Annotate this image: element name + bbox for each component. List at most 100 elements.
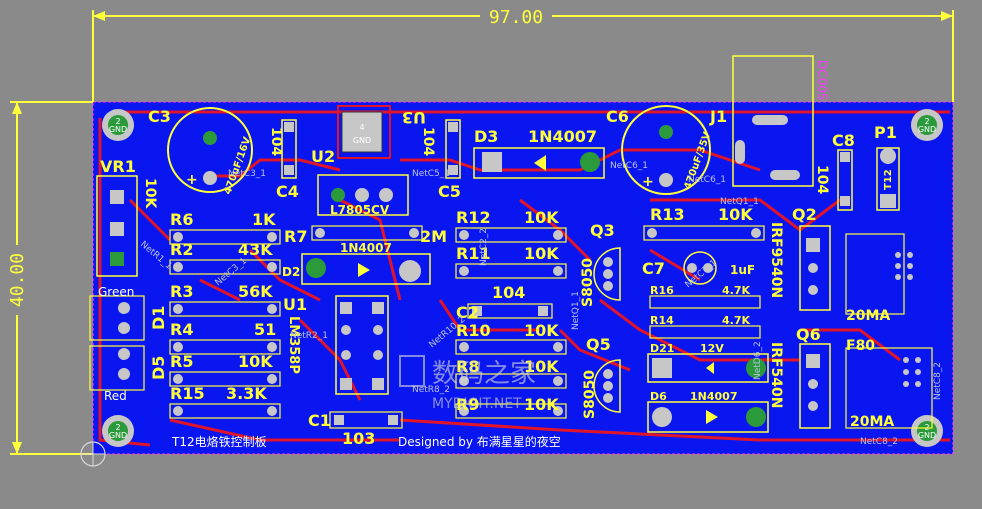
svg-text:NetC8_2: NetC8_2 xyxy=(860,437,898,447)
svg-text:43K: 43K xyxy=(238,240,273,259)
capacitor-c7[interactable]: C7 1uF xyxy=(642,251,755,285)
svg-text:R3: R3 xyxy=(170,282,193,301)
svg-text:J1: J1 xyxy=(709,107,727,126)
zener-d21[interactable]: D21 12V xyxy=(647,342,769,383)
svg-text:1N4007: 1N4007 xyxy=(528,127,597,146)
svg-text:C5: C5 xyxy=(438,182,461,201)
svg-text:1K: 1K xyxy=(252,210,276,229)
resistor-r9[interactable]: R9 10K xyxy=(455,395,567,419)
dc-jack-j1[interactable]: J1 DC005 xyxy=(709,55,829,187)
opamp-u1[interactable]: U1 LM358P xyxy=(283,295,389,395)
regulator-u2[interactable]: 4 GND U2 U3 L7805CV xyxy=(311,105,426,217)
svg-text:Red: Red xyxy=(104,389,127,403)
svg-text:D5: D5 xyxy=(149,356,168,380)
capacitor-c1[interactable]: C1 103 xyxy=(308,411,403,448)
mosfet-q6[interactable]: Q6 IRF540N xyxy=(768,325,831,429)
svg-text:GND: GND xyxy=(918,431,936,440)
svg-text:4.7K: 4.7K xyxy=(722,284,750,297)
svg-text:D2: D2 xyxy=(282,265,300,279)
height-dimension-label: 40.00 xyxy=(7,253,28,307)
svg-text:U1: U1 xyxy=(283,295,307,314)
svg-text:2: 2 xyxy=(115,117,120,126)
capacitor-c8[interactable]: C8 104 xyxy=(814,131,855,211)
svg-text:10K: 10K xyxy=(718,205,753,224)
svg-text:10K: 10K xyxy=(524,357,559,376)
svg-text:MYDIGIT.NET: MYDIGIT.NET xyxy=(432,396,522,412)
svg-text:51: 51 xyxy=(254,320,276,339)
svg-text:U2: U2 xyxy=(311,147,335,166)
resistor-r2[interactable]: R2 43K xyxy=(169,240,281,275)
diode-d6[interactable]: D6 1N4007 xyxy=(647,390,769,433)
svg-text:R8: R8 xyxy=(456,357,479,376)
svg-text:104: 104 xyxy=(492,283,525,302)
svg-text:C8: C8 xyxy=(832,131,855,150)
svg-text:P1: P1 xyxy=(874,123,897,142)
transistor-q3[interactable]: Q3 S8050 xyxy=(580,221,621,307)
resistor-r5[interactable]: R5 10K xyxy=(169,352,281,387)
dimension-width: 97.00 xyxy=(92,6,954,102)
svg-text:103: 103 xyxy=(342,429,375,448)
package-top-20ma[interactable]: 20MA xyxy=(845,233,913,324)
board-name: T12电烙铁控制板 xyxy=(171,434,267,449)
capacitor-c2[interactable]: C2 104 xyxy=(456,283,553,322)
svg-text:20MA: 20MA xyxy=(846,308,890,324)
svg-text:1N4007: 1N4007 xyxy=(690,390,737,403)
resistor-r6[interactable]: R6 1K xyxy=(169,210,281,245)
resistor-r13[interactable]: R13 10K xyxy=(643,205,765,241)
svg-text:NetC2_2: NetC2_2 xyxy=(479,228,489,266)
mounting-hole-bl: 2 GND xyxy=(102,415,134,447)
svg-text:104: 104 xyxy=(268,127,284,156)
resistor-r4[interactable]: R4 51 xyxy=(169,320,281,355)
svg-text:104: 104 xyxy=(420,127,436,156)
resistor-r15[interactable]: R15 3.3K xyxy=(169,384,281,419)
svg-text:GND: GND xyxy=(918,125,936,134)
svg-text:IRF9540N: IRF9540N xyxy=(768,222,784,298)
width-dimension-label: 97.00 xyxy=(489,7,543,28)
svg-text:10K: 10K xyxy=(524,395,559,414)
svg-text:C2: C2 xyxy=(456,303,479,322)
svg-text:2: 2 xyxy=(115,423,120,432)
resistor-r12[interactable]: R12 10K xyxy=(455,208,567,243)
watermark: 数码之家 MYDIGIT.NET xyxy=(399,355,536,412)
capacitor-c5[interactable]: C5 104 xyxy=(420,119,461,201)
resistor-r16[interactable]: R16 4.7K xyxy=(649,284,761,309)
svg-text:R9: R9 xyxy=(456,395,479,414)
resistor-r10[interactable]: R10 10K xyxy=(455,321,567,355)
resistor-r7[interactable]: R7 2M xyxy=(284,225,447,246)
svg-text:1N4007: 1N4007 xyxy=(340,241,392,255)
svg-text:C6: C6 xyxy=(606,107,629,126)
svg-text:R5: R5 xyxy=(170,352,193,371)
led-d5-red[interactable]: Red D5 xyxy=(89,345,168,403)
mosfet-q2[interactable]: Q2 IRF9540N xyxy=(768,205,831,311)
svg-text:56K: 56K xyxy=(238,282,273,301)
led-d1-green[interactable]: Green D1 xyxy=(89,285,168,341)
resistor-r11[interactable]: R11 10K xyxy=(455,244,567,279)
svg-text:NetQ1_1: NetQ1_1 xyxy=(720,197,759,207)
resistor-r14[interactable]: R14 4.7K xyxy=(649,314,761,339)
connector-p1[interactable]: P1 T12 xyxy=(874,123,900,211)
svg-text:GND: GND xyxy=(109,431,127,440)
svg-text:GND: GND xyxy=(109,125,127,134)
svg-text:R7: R7 xyxy=(284,227,307,246)
potentiometer-vr1[interactable]: VR1 10K xyxy=(96,157,158,277)
origin-marker xyxy=(80,441,106,467)
svg-text:C3: C3 xyxy=(148,107,171,126)
resistor-r3[interactable]: R3 56K xyxy=(169,282,281,317)
svg-text:C4: C4 xyxy=(276,182,299,201)
diode-d3[interactable]: D3 1N4007 xyxy=(473,127,605,179)
svg-text:R16: R16 xyxy=(650,284,674,297)
svg-text:S8050: S8050 xyxy=(582,370,598,419)
svg-text:3.3K: 3.3K xyxy=(226,384,267,403)
svg-text:20MA: 20MA xyxy=(850,414,894,430)
svg-text:NetC5_1: NetC5_1 xyxy=(412,169,450,179)
capacitor-c4[interactable]: C4 104 xyxy=(268,119,299,201)
mounting-hole-tl: 2 GND xyxy=(102,109,134,141)
transistor-q5[interactable]: Q5 S8050 xyxy=(582,335,621,419)
svg-text:NetC8_2: NetC8_2 xyxy=(933,362,943,400)
resistor-r8[interactable]: R8 10K xyxy=(455,357,567,389)
svg-text:LM358P: LM358P xyxy=(286,316,301,374)
package-bottom-f80[interactable]: F80 20MA xyxy=(845,338,933,430)
diode-d2[interactable]: D2 1N4007 xyxy=(282,241,431,285)
